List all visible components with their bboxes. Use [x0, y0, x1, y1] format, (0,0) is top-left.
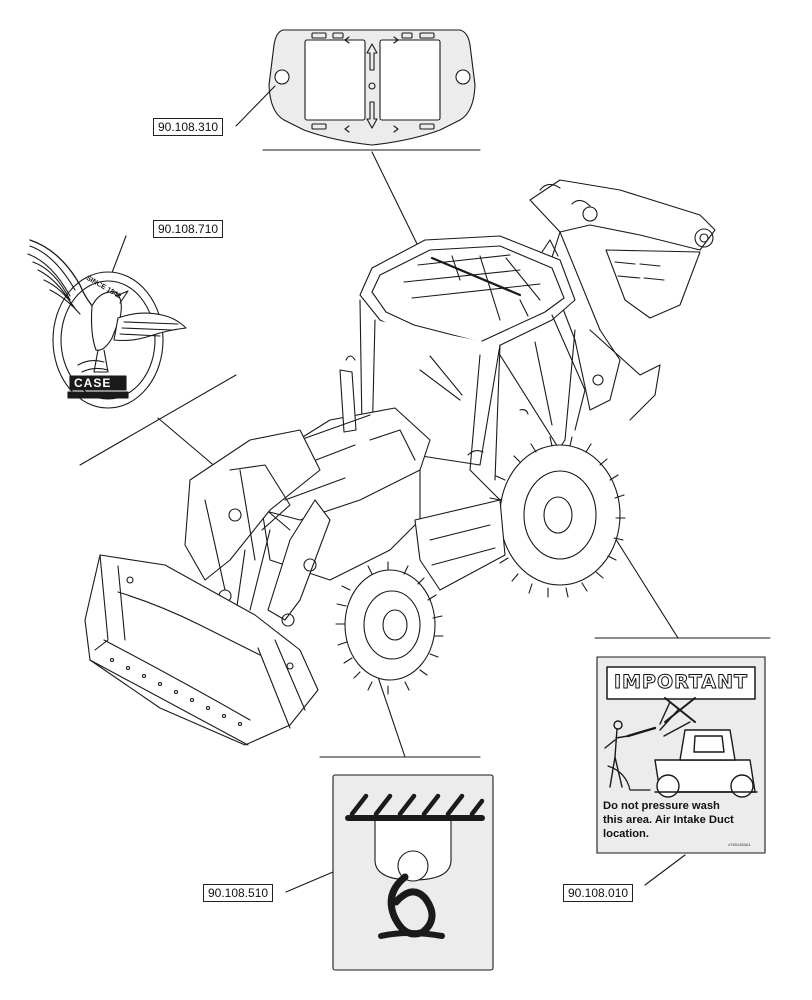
seal-brand: CASE	[74, 376, 112, 390]
important-line-2: this area. Air Intake Duct	[603, 814, 734, 826]
important-decal	[596, 656, 766, 854]
important-code: 47691450A1	[728, 842, 751, 847]
callout-roof-decal[interactable]: 90.108.310	[153, 118, 224, 136]
hook-decal	[332, 774, 494, 971]
callout-hook-decal[interactable]: 90.108.510	[203, 884, 274, 902]
backhoe-loader	[84, 179, 716, 746]
pressure-wash-pictogram	[604, 697, 758, 798]
important-title: IMPORTANT	[614, 671, 748, 694]
roof-decal	[268, 29, 476, 146]
callout-important-decal[interactable]: 90.108.010	[563, 884, 634, 902]
important-line-3: location.	[603, 828, 649, 840]
bucket-bolts	[109, 657, 243, 727]
important-line-1: Do not pressure wash	[603, 800, 720, 812]
callout-logo-decal[interactable]: 90.108.710	[153, 220, 224, 238]
logo-decal	[27, 239, 187, 409]
